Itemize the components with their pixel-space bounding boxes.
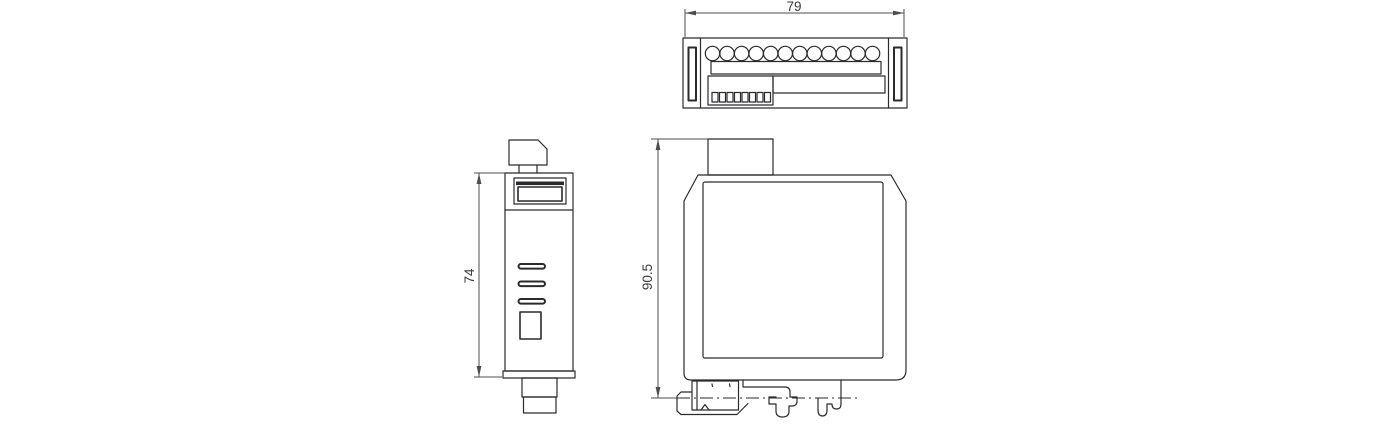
label-window-slot bbox=[516, 181, 564, 186]
label-window-inner bbox=[517, 186, 563, 202]
top-connector-block bbox=[707, 138, 774, 176]
front-view: 90.5 bbox=[640, 138, 907, 418]
vent-slot bbox=[517, 298, 546, 305]
terminal-screw-circle bbox=[850, 45, 866, 62]
dip-switch-square bbox=[726, 91, 734, 103]
top-connector-block bbox=[508, 139, 548, 166]
label-window-frame bbox=[513, 177, 567, 205]
vent-slot bbox=[517, 263, 546, 270]
clip-spring-hook bbox=[817, 379, 842, 417]
arrowhead-down-icon bbox=[655, 387, 661, 398]
din-foot-lower bbox=[522, 396, 557, 414]
dip-switch-square bbox=[711, 91, 719, 103]
dip-switch-row bbox=[711, 91, 772, 103]
arrowhead-left-icon bbox=[685, 10, 696, 16]
dip-switch-square bbox=[733, 91, 742, 103]
dip-switch-square bbox=[718, 91, 727, 103]
side-view: 74 bbox=[462, 139, 576, 414]
clip-step bbox=[742, 379, 791, 398]
terminal-screw-circle bbox=[762, 45, 779, 62]
side-view-outline bbox=[504, 172, 574, 372]
front-height-dimension-label: 90.5 bbox=[640, 264, 655, 290]
top-view-outline bbox=[682, 37, 908, 109]
bottom-flange bbox=[502, 370, 576, 379]
arrowhead-down-icon bbox=[476, 366, 482, 377]
top-width-dimension-label: 79 bbox=[786, 0, 801, 14]
vent-slot bbox=[517, 280, 546, 288]
dip-switch-square bbox=[741, 91, 749, 103]
din-foot-upper bbox=[521, 377, 558, 398]
side-height-dimension-label: 74 bbox=[462, 268, 477, 284]
terminal-strip-bar bbox=[710, 60, 882, 75]
terminal-screw-circle bbox=[864, 45, 881, 62]
arrowhead-up-icon bbox=[476, 173, 482, 184]
clip-body bbox=[691, 380, 740, 411]
clip-notch bbox=[700, 403, 710, 411]
clip-foot bbox=[676, 391, 749, 416]
left-end-slot bbox=[687, 46, 697, 102]
din-rail-clip bbox=[676, 379, 858, 418]
top-view-width-dimension: 79 bbox=[684, 0, 905, 37]
arrowhead-up-icon bbox=[655, 139, 661, 150]
arrowhead-right-icon bbox=[893, 10, 904, 16]
dip-switch-square bbox=[756, 91, 764, 103]
terminal-screw-circle bbox=[791, 45, 808, 62]
right-end-slot bbox=[893, 46, 903, 102]
terminal-screw-circle bbox=[733, 45, 750, 62]
terminal-screw-circle bbox=[821, 45, 837, 62]
clip-mark bbox=[711, 383, 714, 388]
front-view-height-dimension: 90.5 bbox=[640, 138, 708, 399]
clip-mark bbox=[728, 383, 731, 388]
terminal-screw-circle bbox=[704, 45, 721, 62]
terminal-screw-circle bbox=[806, 45, 823, 62]
front-view-outline bbox=[683, 174, 907, 381]
front-panel bbox=[702, 181, 884, 359]
side-view-height-dimension: 74 bbox=[462, 172, 505, 378]
terminal-screw-row bbox=[704, 45, 881, 62]
dip-switch-square bbox=[748, 91, 757, 103]
terminal-screw-circle bbox=[835, 45, 852, 62]
top-view: 79 bbox=[682, 0, 908, 109]
dip-switch-square bbox=[763, 91, 772, 103]
connector-bar bbox=[772, 75, 886, 94]
terminal-screw-circle bbox=[719, 45, 735, 62]
switch-window bbox=[519, 311, 542, 340]
clip-latch-hook bbox=[768, 396, 798, 418]
ventilation-slots bbox=[517, 263, 546, 305]
terminal-screw-circle bbox=[748, 45, 764, 62]
terminal-screw-circle bbox=[777, 45, 794, 62]
